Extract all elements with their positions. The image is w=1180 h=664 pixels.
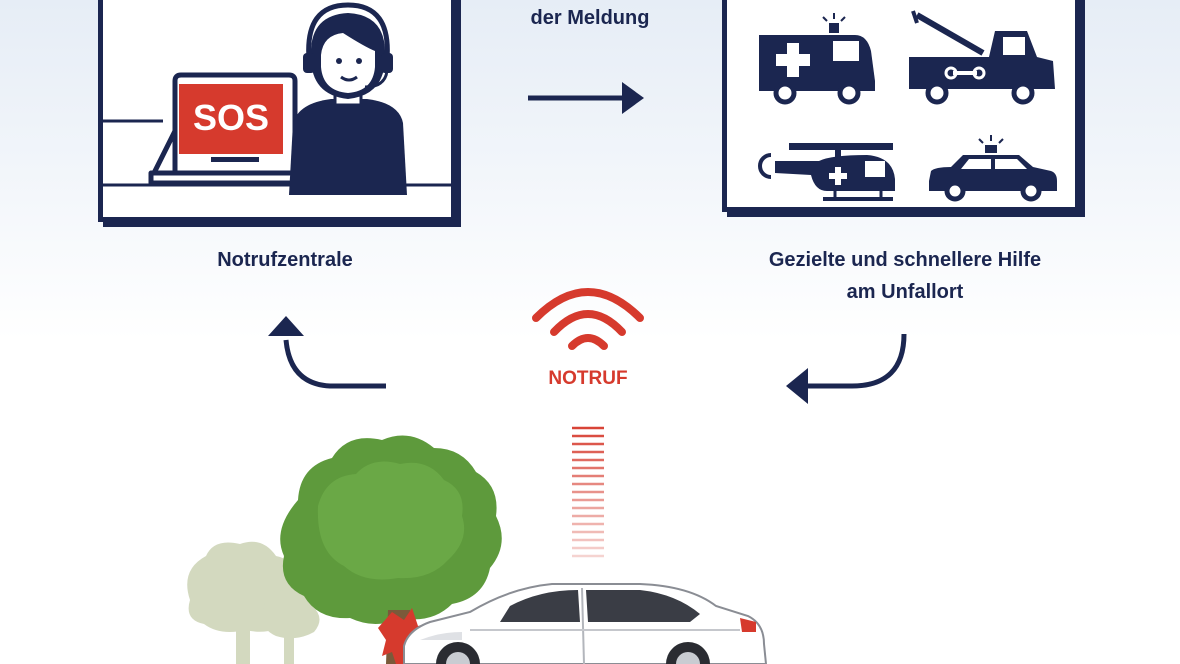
help-label-line2: am Unfallort (846, 281, 964, 303)
call-center-panel: SOS (98, 0, 456, 222)
helicopter-icon (758, 143, 895, 201)
signal-beam (572, 426, 604, 558)
operator-icon (289, 2, 407, 195)
police-car-icon (929, 135, 1057, 202)
curved-arrow-right-icon (786, 333, 907, 404)
help-label: Gezielte und schnellere Hilfe am Unfallo… (720, 244, 1090, 308)
ambulance-icon (759, 13, 875, 105)
rescue-vehicles (758, 10, 1057, 202)
call-center-illustration: SOS (103, 2, 451, 195)
rescue-panel (722, 0, 1080, 212)
help-label-line1: Gezielte und schnellere Hilfe (768, 249, 1042, 271)
sos-text: SOS (193, 97, 269, 138)
arrow-right-icon (528, 82, 644, 114)
top-label: der Meldung (530, 7, 650, 29)
notruf-label: NOTRUF (548, 368, 628, 389)
car-icon (403, 583, 768, 664)
curved-arrow-left-icon (268, 316, 386, 389)
signal-waves-icon (532, 288, 644, 350)
call-center-label: Notrufzentrale (217, 249, 353, 271)
background-tree-icon (187, 541, 320, 664)
tow-truck-icon (909, 10, 1055, 105)
sos-screen (179, 84, 283, 154)
